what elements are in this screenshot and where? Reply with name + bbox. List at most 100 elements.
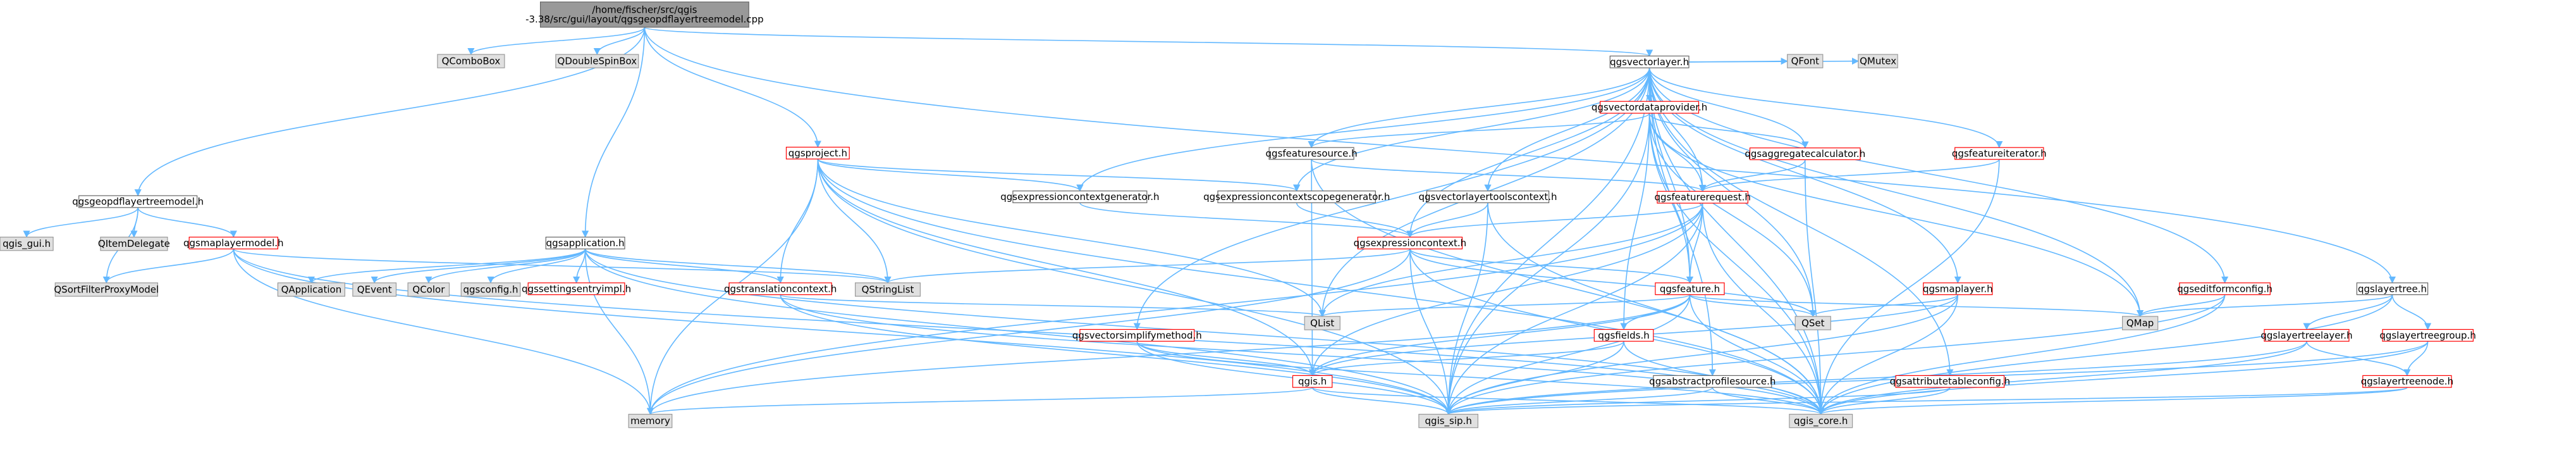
node-box-qgslayertree_h [2356,282,2429,296]
node-box-qgsattributetableconfig_h [1895,375,2005,388]
node-qgslayertreegroup_h[interactable]: qgslayertreegroup.h [2379,328,2476,342]
node-label-QStringList-0: QStringList [862,284,914,296]
node-label-qgsattributetableconfig_h-0: qgsattributetableconfig.h [1890,376,2010,387]
node-qgsaggregatecalculator_h[interactable]: qgsaggregatecalculator.h [1745,147,1865,160]
edge-qgsfeatureiterator_h-to-qgis_core_h [1817,159,2000,415]
node-label-qgsfeature_h-0: qgsfeature.h [1660,283,1720,294]
node-box-qgsexpressioncontextscopegenerator_h [1217,191,1376,204]
edge-qgsfeaturerequest_h-to-qgis_sip_h [1445,203,1703,415]
node-box-QItemDelegate [100,237,168,251]
node-qgsmaplayer_h[interactable]: qgsmaplayer.h [1923,282,1993,296]
edge-qgslayertree_h-to-QMap [2137,294,2393,318]
node-qgsapplication_h[interactable]: qgsapplication.h [545,237,625,249]
edge-qgsproject_h-to-qgsexpressioncontextgenerator_h [817,158,1084,192]
node-QSortFilterProxyModel[interactable]: QSortFilterProxyModel [54,282,159,297]
node-memory[interactable]: memory [628,413,673,428]
node-qgsexpressioncontextgenerator_h[interactable]: qgsexpressioncontextgenerator.h [1000,191,1160,204]
edge-qgsmaplayer_h-to-qgis_core_h [1817,294,1959,415]
node-qgis_core_h[interactable]: qgis_core.h [1789,413,1853,428]
edge-qgseditformconfig_h-to-QMap [2137,294,2226,318]
edge-qgsabstractprofilesource_h-to-qgis_core_h [1712,387,1825,415]
node-qgsfeature_h[interactable]: qgsfeature.h [1655,282,1725,296]
node-qgsvectorlayertoolscontext_h[interactable]: qgsvectorlayertoolscontext.h [1418,191,1557,204]
node-qgsvectordataprovider_h[interactable]: qgsvectordataprovider.h [1592,101,1707,114]
node-root[interactable]: /home/fischer/src/qgis-3.38/src/gui/layo… [525,1,764,28]
node-QComboBox[interactable]: QComboBox [437,54,505,68]
node-QDoubleSpinBox[interactable]: QDoubleSpinBox [555,54,639,68]
node-QEvent[interactable]: QEvent [352,282,397,297]
node-label-qgslayertreelayer_h-0: qgslayertreelayer.h [2260,330,2352,341]
node-label-qgsfeaturerequest_h-0: qgsfeaturerequest.h [1655,192,1751,203]
node-qgsfields_h[interactable]: qgsfields.h [1593,328,1654,342]
edge-qgsexpressioncontextscopegenerator_h-to-qgsexpressioncontext_h [1296,203,1414,238]
node-qgsconfig_h[interactable]: qgsconfig.h [460,282,521,297]
edge-qgsfeaturerequest_h-to-qgis_core_h [1702,203,1825,415]
node-qgsexpressioncontext_h[interactable]: qgsexpressioncontext.h [1354,237,1467,249]
node-box-qgstranslationcontext_h [728,282,832,296]
edge-qgslayertreelayer_h-to-qgis_sip_h [1445,341,2307,415]
node-qgsfeaturesource_h[interactable]: qgsfeaturesource.h [1266,147,1358,160]
node-QSet[interactable]: QSet [1794,316,1831,330]
edge-qgslayertree_h-to-qgslayertreegroup_h [2391,294,2432,330]
edge-qgsvectordataprovider_h-to-qgis_core_h [1648,113,1825,415]
node-box-qgsabstractprofilesource_h [1653,375,1772,388]
edge-qgsfeaturerequest_h-to-qgis_h [1309,203,1703,377]
edge-qgsvectorlayer_h-to-qgsmaplayer_h [1648,68,1961,284]
node-box-qgsfeaturesource_h [1268,147,1354,160]
node-qgsgeopdflayertreemodel_h[interactable]: qgsgeopdflayertreemodel.h [72,195,204,208]
node-box-qgis_core_h [1789,413,1853,428]
node-QStringList[interactable]: QStringList [854,282,921,297]
node-label-qgsexpressioncontextgenerator_h-0: qgsexpressioncontextgenerator.h [1000,191,1159,203]
node-qgis_gui_h[interactable]: qgis_gui.h [0,237,54,251]
edge-root-to-QComboBox [467,27,646,56]
node-qgsfeatureiterator_h[interactable]: qgsfeatureiterator.h [1952,147,2047,160]
node-qgsabstractprofilesource_h[interactable]: qgsabstractprofilesource.h [1649,375,1776,388]
node-box-qgslayertreenode_h [2362,375,2452,388]
node-label-root-0: /home/fischer/src/qgis [592,4,697,16]
node-qgslayertreelayer_h[interactable]: qgslayertreelayer.h [2260,328,2353,342]
node-box-QList [1304,316,1340,330]
node-qgseditformconfig_h[interactable]: qgseditformconfig.h [2177,282,2272,296]
node-qgis_sip_h[interactable]: qgis_sip.h [1418,413,1478,428]
node-QList[interactable]: QList [1304,316,1340,330]
node-qgsfeaturerequest_h[interactable]: qgsfeaturerequest.h [1655,191,1751,204]
node-label-qgslayertreenode_h-0: qgslayertreenode.h [2361,376,2453,387]
edge-qgslayertreelayer_h-to-qgis_core_h [1817,341,2307,415]
edge-qgsexpressioncontext_h-to-QStringList [884,248,1411,284]
node-QMutex[interactable]: QMutex [1858,54,1898,68]
edge-qgstranslationcontext_h-to-qgis_core_h [780,294,1825,415]
node-label-qgsexpressioncontextscopegenerator_h-0: qgsexpressioncontextscopegenerator.h [1203,191,1390,203]
node-box-QEvent [352,282,397,297]
node-qgslayertree_h[interactable]: qgslayertree.h [2356,282,2429,296]
node-qgstranslationcontext_h[interactable]: qgstranslationcontext.h [724,282,837,296]
node-qgis_h[interactable]: qgis.h [1292,375,1333,388]
node-label-qgsfeatureiterator_h-0: qgsfeatureiterator.h [1952,148,2047,159]
node-QMap[interactable]: QMap [2122,316,2159,330]
node-QColor[interactable]: QColor [407,282,450,297]
node-qgsmaplayermodel_h[interactable]: qgsmaplayermodel.h [183,237,284,249]
node-box-qgslayertreelayer_h [2264,328,2350,342]
edge-qgsvectordataprovider_h-to-qgsaggregatecalculator_h [1648,113,1809,149]
edge-qgsexpressioncontext_h-to-QSet [1409,249,1817,318]
node-qgsattributetableconfig_h[interactable]: qgsattributetableconfig.h [1890,375,2010,388]
node-qgssettingsentryimpl_h[interactable]: qgssettingsentryimpl.h [522,282,631,296]
node-box-qgsexpressioncontext_h [1357,237,1463,249]
node-label-qgsvectorsimplifymethod_h-0: qgsvectorsimplifymethod.h [1072,330,1202,341]
node-qgsvectorsimplifymethod_h[interactable]: qgsvectorsimplifymethod.h [1072,328,1202,342]
node-qgsvectorlayer_h[interactable]: qgsvectorlayer.h [1609,55,1690,68]
node-qgsexpressioncontextscopegenerator_h[interactable]: qgsexpressioncontextscopegenerator.h [1203,191,1390,204]
edge-qgslayertree_h-to-qgslayertreelayer_h [2303,294,2393,330]
node-box-qgsexpressioncontextgenerator_h [1012,191,1148,204]
nodes-layer: /home/fischer/src/qgis-3.38/src/gui/layo… [0,1,2476,428]
edge-qgsaggregatecalculator_h-to-qgis_core_h [1805,159,1825,415]
node-box-qgsvectorsimplifymethod_h [1079,328,1195,342]
edge-qgsabstractprofilesource_h-to-qgis_sip_h [1445,387,1714,415]
edge-qgsfeatureiterator_h-to-qgsfeaturerequest_h [1699,159,2000,192]
node-QApplication[interactable]: QApplication [277,282,345,297]
node-QFont[interactable]: QFont [1787,54,1824,68]
node-qgsproject_h[interactable]: qgsproject.h [785,146,850,159]
node-label-QMap-0: QMap [2126,318,2154,329]
node-QItemDelegate[interactable]: QItemDelegate [98,237,170,251]
node-qgslayertreenode_h[interactable]: qgslayertreenode.h [2361,375,2453,388]
